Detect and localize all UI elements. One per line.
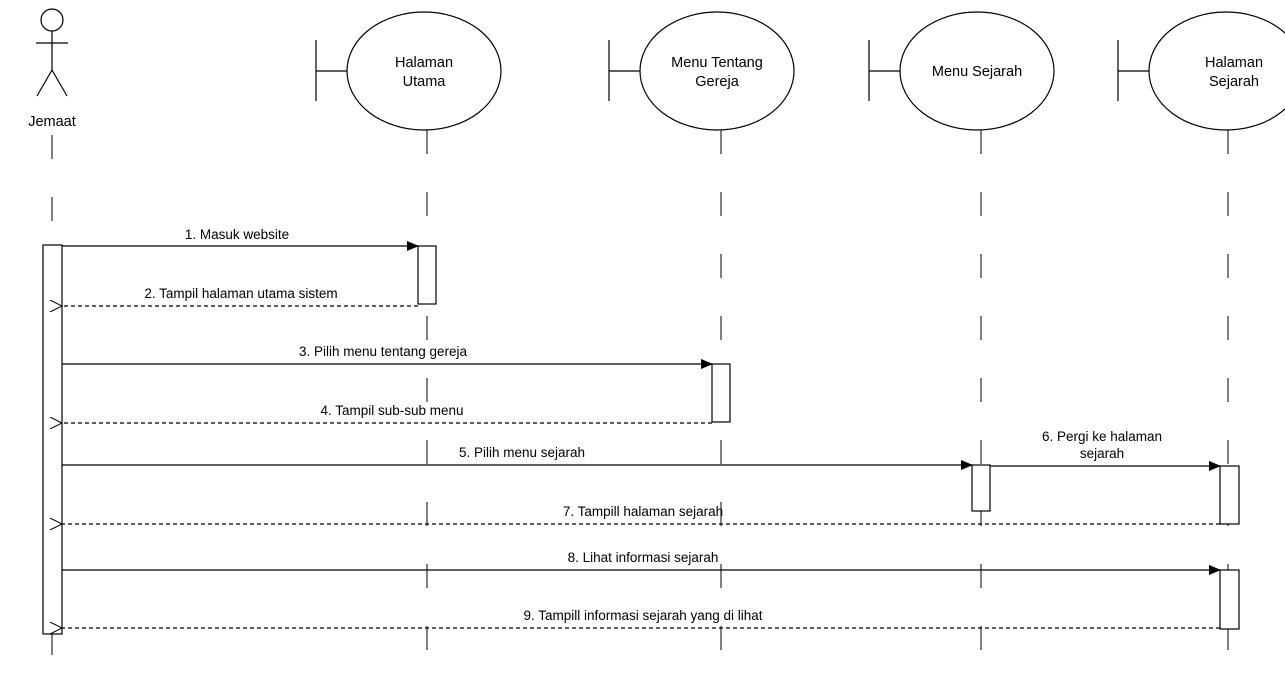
participant-menu-sejarah xyxy=(868,11,1055,131)
messages xyxy=(62,241,1221,628)
activation-bars xyxy=(42,244,1240,635)
activation-bar-menu-tentang-gereja xyxy=(711,363,731,423)
lifelines xyxy=(51,130,1229,685)
participant-label-line1: Halaman xyxy=(395,55,453,71)
boundary-icon xyxy=(639,11,795,131)
activation-bar-halaman-sejarah-2 xyxy=(1219,569,1240,630)
message-6-label-line1: 6. Pergi ke halaman xyxy=(1042,429,1162,444)
participant-label-line2: Utama xyxy=(403,74,447,90)
participant-label-line1: Menu Sejarah xyxy=(932,64,1022,80)
message-3-label: 3. Pilih menu tentang gereja xyxy=(299,344,468,359)
participant-menu-tentang-gereja xyxy=(608,11,795,131)
actor-jemaat: Jemaat xyxy=(28,8,76,130)
message-8-label: 8. Lihat informasi sejarah xyxy=(568,550,719,565)
boundary-icon xyxy=(346,11,502,131)
participant-halaman-utama xyxy=(315,11,502,131)
activation-bar-halaman-utama xyxy=(417,245,437,305)
message-9-label: 9. Tampill informasi sejarah yang di lih… xyxy=(523,608,762,623)
actor-label: Jemaat xyxy=(28,114,76,130)
message-5-label: 5. Pilih menu sejarah xyxy=(459,445,585,460)
activation-bar-menu-sejarah xyxy=(971,464,991,512)
message-6-label-line2: sejarah xyxy=(1080,446,1124,461)
boundary-icon xyxy=(899,11,1055,131)
message-4-label: 4. Tampil sub-sub menu xyxy=(320,403,463,418)
message-2-label: 2. Tampil halaman utama sistem xyxy=(144,286,337,301)
message-labels: 1. Masuk website 2. Tampil halaman utama… xyxy=(144,227,1162,623)
boundary-icon xyxy=(1148,11,1285,131)
message-1-label: 1. Masuk website xyxy=(185,227,289,242)
participant-label-line1: Menu Tentang xyxy=(671,55,763,71)
participant-label-line1: Halaman xyxy=(1205,55,1263,71)
activation-bar-halaman-sejarah-1 xyxy=(1219,465,1240,525)
activation-bar-jemaat xyxy=(42,244,63,635)
message-7-label: 7. Tampill halaman sejarah xyxy=(563,504,723,519)
participant-halaman-sejarah xyxy=(1117,11,1285,131)
participant-label-line2: Sejarah xyxy=(1209,74,1259,90)
stick-figure-icon xyxy=(36,8,68,97)
participant-label-line2: Gereja xyxy=(695,74,739,90)
